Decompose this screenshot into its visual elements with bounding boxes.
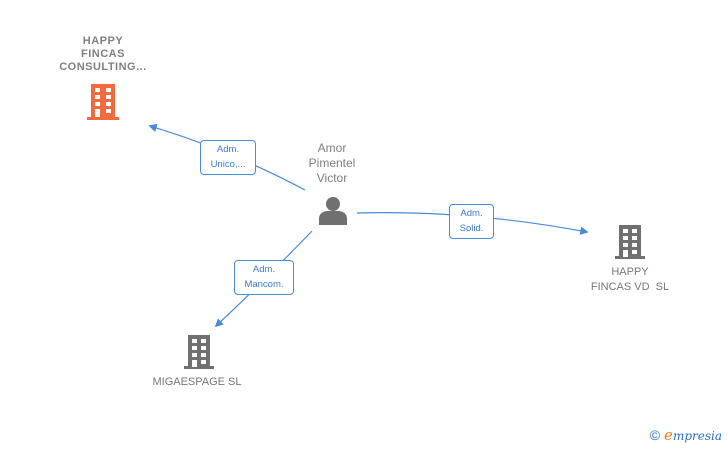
edge-label-adm-mancom[interactable]: Adm. Mancom. bbox=[234, 260, 294, 295]
edge-label-line: Mancom. bbox=[244, 279, 284, 290]
label-line: HAPPY bbox=[82, 35, 124, 47]
edge-label-line: Adm. bbox=[460, 208, 483, 219]
edge-label-adm-solid[interactable]: Adm. Solid. bbox=[449, 204, 494, 239]
person-icon[interactable] bbox=[318, 195, 348, 225]
label-line: HAPPY bbox=[611, 266, 649, 278]
label-line: Victor bbox=[316, 171, 348, 185]
footer-brand: © empresia bbox=[650, 426, 722, 444]
edge-label-adm-unico[interactable]: Adm. Unico,... bbox=[200, 140, 256, 175]
logo-initial: e bbox=[664, 426, 673, 444]
company-label-happy-fincas-consulting[interactable]: HAPPY FINCAS CONSULTING... bbox=[43, 35, 163, 74]
building-icon[interactable] bbox=[615, 225, 645, 259]
empresia-logo[interactable]: empresia bbox=[664, 426, 722, 444]
building-icon[interactable] bbox=[184, 335, 214, 369]
edge-label-line: Solid. bbox=[459, 223, 484, 234]
label-line: CONSULTING... bbox=[59, 61, 147, 73]
label-line: FINCAS VD SL bbox=[590, 281, 670, 293]
logo-text: mpresia bbox=[672, 429, 722, 443]
copyright-icon: © bbox=[649, 427, 661, 443]
edge-label-line: Adm. bbox=[252, 264, 276, 275]
label-line: Pimentel bbox=[308, 156, 356, 170]
label-line: MIGAESPAGE SL bbox=[152, 376, 242, 388]
edge-label-line: Unico,... bbox=[210, 159, 246, 170]
company-label-migaespage[interactable]: MIGAESPAGE SL bbox=[137, 376, 257, 389]
company-label-happy-fincas-vd[interactable]: HAPPY FINCAS VD SL bbox=[570, 266, 690, 294]
label-line: Amor bbox=[317, 141, 347, 155]
building-icon[interactable] bbox=[87, 84, 119, 120]
label-line: FINCAS bbox=[81, 48, 125, 60]
edge-label-line: Adm. bbox=[216, 144, 240, 155]
person-label-amor-pimentel-victor[interactable]: Amor Pimentel Victor bbox=[292, 141, 372, 186]
